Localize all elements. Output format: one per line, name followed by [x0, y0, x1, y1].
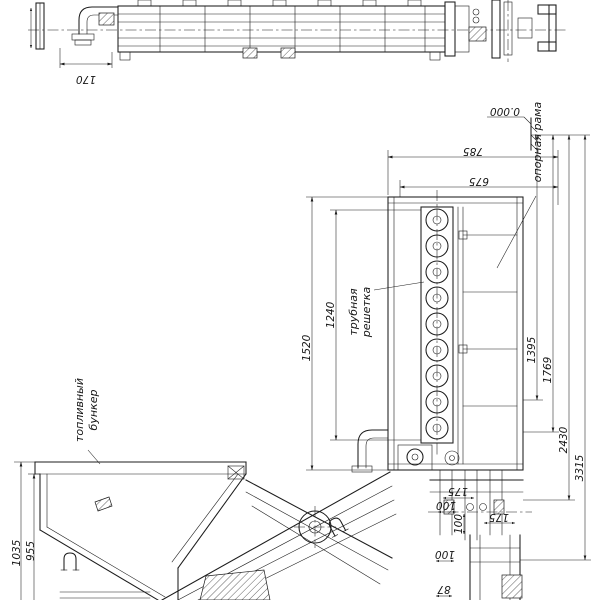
support-column: [469, 534, 523, 600]
base-assembly: [428, 469, 532, 541]
dim-2430: 2430: [558, 426, 570, 453]
base-dims-group: 175 100 100 175 100 87: [435, 485, 516, 598]
dim-100-a: 100: [436, 499, 456, 511]
fuel-bunker-label-line1: топливный: [73, 378, 86, 442]
dim-175-b: 175: [489, 511, 509, 523]
dim-170: 170: [76, 73, 96, 85]
datum-elevation-label: 0.000: [490, 105, 520, 117]
tube-grid-label-group: трубная решетка: [347, 281, 425, 339]
datum-elevation-group: 0.000: [487, 105, 538, 151]
dim-170-group: 170: [59, 48, 113, 85]
duct-elbow: [351, 429, 389, 473]
dim-1520-group: 1520: [301, 196, 388, 471]
dim-785-group: 785: [387, 145, 559, 205]
dim-3315: 3315: [574, 454, 586, 481]
top-view: [28, 0, 568, 62]
support-frame: [457, 206, 518, 465]
boiler-section-view: [351, 190, 532, 600]
dim-1395: 1395: [526, 336, 538, 363]
dim-1035-group: 1035: [11, 461, 35, 600]
dim-785: 785: [463, 145, 483, 157]
drive-unit: [397, 444, 460, 471]
tube-grid: [420, 190, 454, 456]
dim-955-group: 955: [25, 473, 40, 600]
elevation-dims-group: 1395 1769 2430 3315: [520, 134, 591, 561]
dim-1035: 1035: [11, 539, 23, 566]
fuel-bunker-label-group: топливный бункер: [73, 378, 101, 465]
dim-675: 675: [469, 175, 489, 187]
dim-1520: 1520: [301, 334, 313, 361]
dim-1240-group: 1240: [325, 209, 421, 441]
support-frame-label: опорная рама: [531, 102, 544, 183]
tube-grid-label-line1: трубная: [347, 288, 360, 336]
dim-1240: 1240: [325, 301, 337, 328]
fuel-bunker-label-line2: бункер: [87, 390, 100, 431]
dim-87: 87: [437, 583, 451, 595]
dim-100-b: 100: [453, 514, 465, 534]
dim-675-group: 675: [399, 175, 559, 197]
fuel-bunker-view: [34, 461, 349, 600]
feeder-mechanism: [161, 471, 397, 600]
dim-1769: 1769: [542, 356, 554, 383]
dim-955: 955: [25, 541, 37, 561]
dim-100-c: 100: [435, 548, 455, 560]
dim-175-a: 175: [448, 485, 468, 497]
tube-grid-label-line2: решетка: [360, 287, 373, 339]
